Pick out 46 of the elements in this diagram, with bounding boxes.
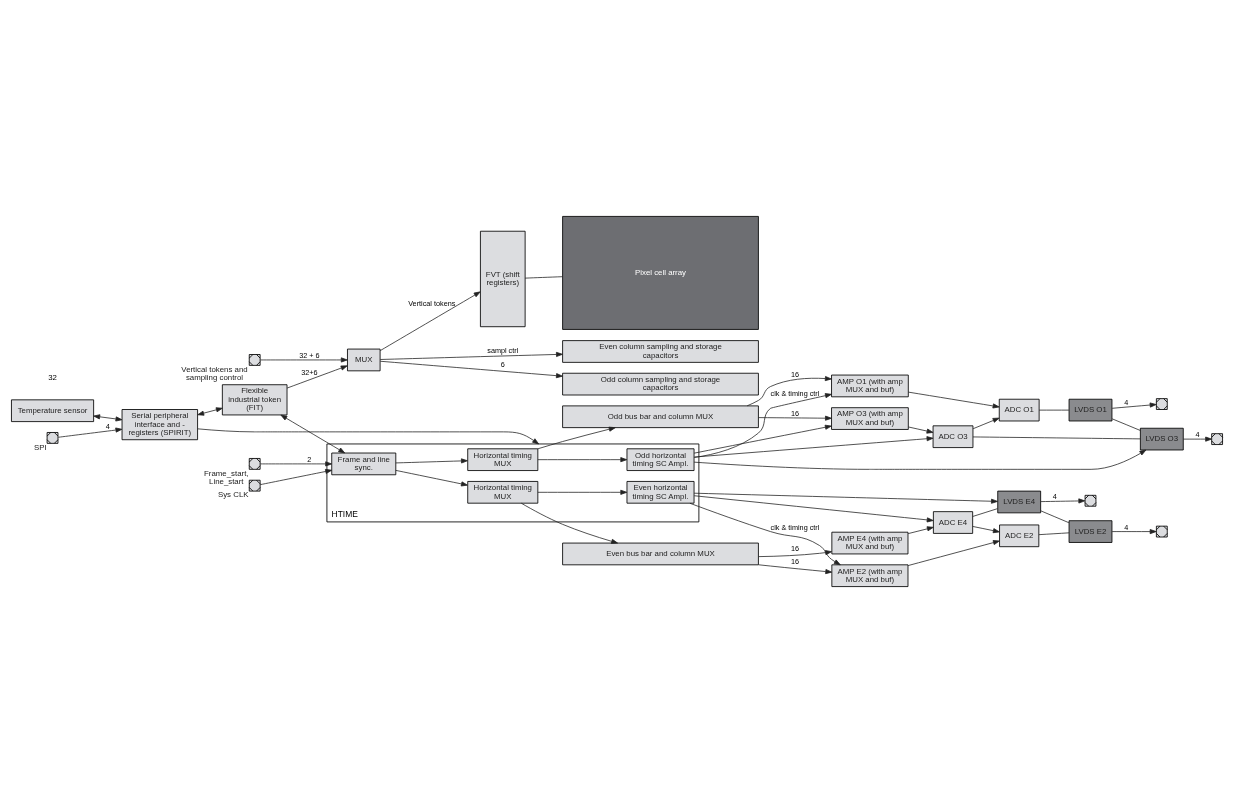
arrow: [972, 417, 1000, 430]
connector: [524, 276, 563, 279]
arrow: [693, 495, 934, 523]
arrow: [379, 360, 563, 379]
arrow: [197, 407, 223, 416]
arrow: [1111, 402, 1157, 409]
connector: [972, 436, 1141, 440]
arrow: [280, 414, 346, 454]
arrow: [1040, 498, 1086, 504]
arrow: [907, 526, 934, 535]
connector: [1038, 532, 1070, 536]
arrow: [395, 458, 468, 464]
arrow: [1111, 529, 1157, 535]
arrow: [286, 365, 348, 389]
arrow: [537, 489, 628, 495]
connector: [972, 508, 998, 517]
arrow: [693, 424, 832, 454]
arrow: [520, 502, 618, 544]
arrow: [758, 564, 833, 575]
arrow: [259, 357, 348, 363]
arrow: [259, 461, 333, 467]
connector: [1111, 418, 1141, 431]
arrow: [693, 436, 934, 458]
arrow: [379, 351, 563, 360]
arrow: [57, 427, 123, 438]
arrow: [758, 550, 832, 557]
arrow: [689, 502, 841, 566]
arrow: [746, 376, 832, 407]
arrow: [693, 393, 832, 458]
connector: [1038, 409, 1070, 411]
arrow: [907, 540, 1000, 566]
arrow: [379, 291, 481, 352]
arrow: [972, 526, 1000, 534]
arrow: [537, 426, 616, 450]
arrow: [908, 391, 1000, 409]
arrow: [693, 449, 1147, 470]
arrow: [758, 415, 832, 421]
arrow: [197, 428, 540, 445]
arrow: [93, 414, 123, 422]
arrow: [537, 457, 628, 463]
arrow: [1182, 436, 1213, 442]
arrow: [395, 470, 468, 487]
arrow: [907, 426, 934, 434]
arrow: [259, 468, 333, 486]
connector: [1040, 510, 1070, 524]
arrow: [693, 492, 998, 504]
